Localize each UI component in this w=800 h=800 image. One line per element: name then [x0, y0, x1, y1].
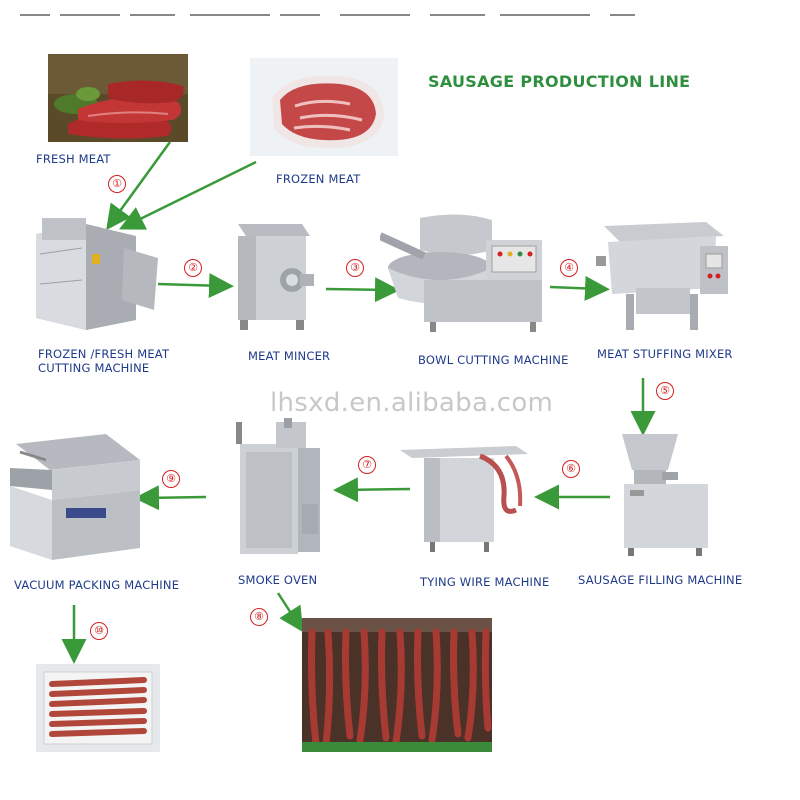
step-2-badge: ② — [184, 259, 202, 277]
step-6-badge: ⑥ — [562, 460, 580, 478]
cutting-machine-label-line1: FROZEN /FRESH MEAT — [38, 347, 169, 361]
step-7-badge: ⑦ — [358, 456, 376, 474]
bowl-cutting-label: BOWL CUTTING MACHINE — [418, 353, 569, 367]
tying-wire-label: TYING WIRE MACHINE — [420, 575, 549, 589]
step-9-badge: ⑨ — [162, 470, 180, 488]
tying-wire-machine-image — [396, 436, 532, 554]
meat-mincer-label: MEAT MINCER — [248, 349, 330, 363]
meat-mincer-image — [230, 218, 320, 332]
arrow-step-4 — [550, 287, 600, 289]
watermark: lhsxd.en.alibaba.com — [270, 388, 553, 418]
step-3-badge: ③ — [346, 259, 364, 277]
arrow-step-8 — [278, 593, 298, 624]
arrow-step-9 — [144, 497, 206, 498]
vacuum-packing-label: VACUUM PACKING MACHINE — [14, 578, 179, 592]
arrow-step-2 — [158, 284, 224, 286]
smoke-oven-label: SMOKE OVEN — [238, 573, 317, 587]
bowl-cutting-machine-image — [380, 210, 550, 334]
step-8-badge: ⑧ — [250, 608, 268, 626]
step-5-badge: ⑤ — [656, 382, 674, 400]
step-10-badge: ⑩ — [90, 622, 108, 640]
packed-sausages-photo — [36, 664, 160, 752]
step-1-badge: ① — [108, 175, 126, 193]
sausage-filling-machine-image — [612, 430, 712, 558]
meat-stuffing-mixer-image — [596, 216, 732, 334]
stuffing-mixer-label: MEAT STUFFING MIXER — [597, 347, 733, 361]
vacuum-packing-machine-image — [6, 430, 144, 564]
cutting-machine-label-line2: CUTTING MACHINE — [38, 361, 149, 375]
cutting-machine-image — [26, 214, 160, 334]
smoke-oven-image — [232, 418, 328, 560]
step-4-badge: ④ — [560, 259, 578, 277]
filling-machine-label: SAUSAGE FILLING MACHINE — [578, 573, 742, 587]
hanging-sausages-photo — [302, 618, 492, 752]
